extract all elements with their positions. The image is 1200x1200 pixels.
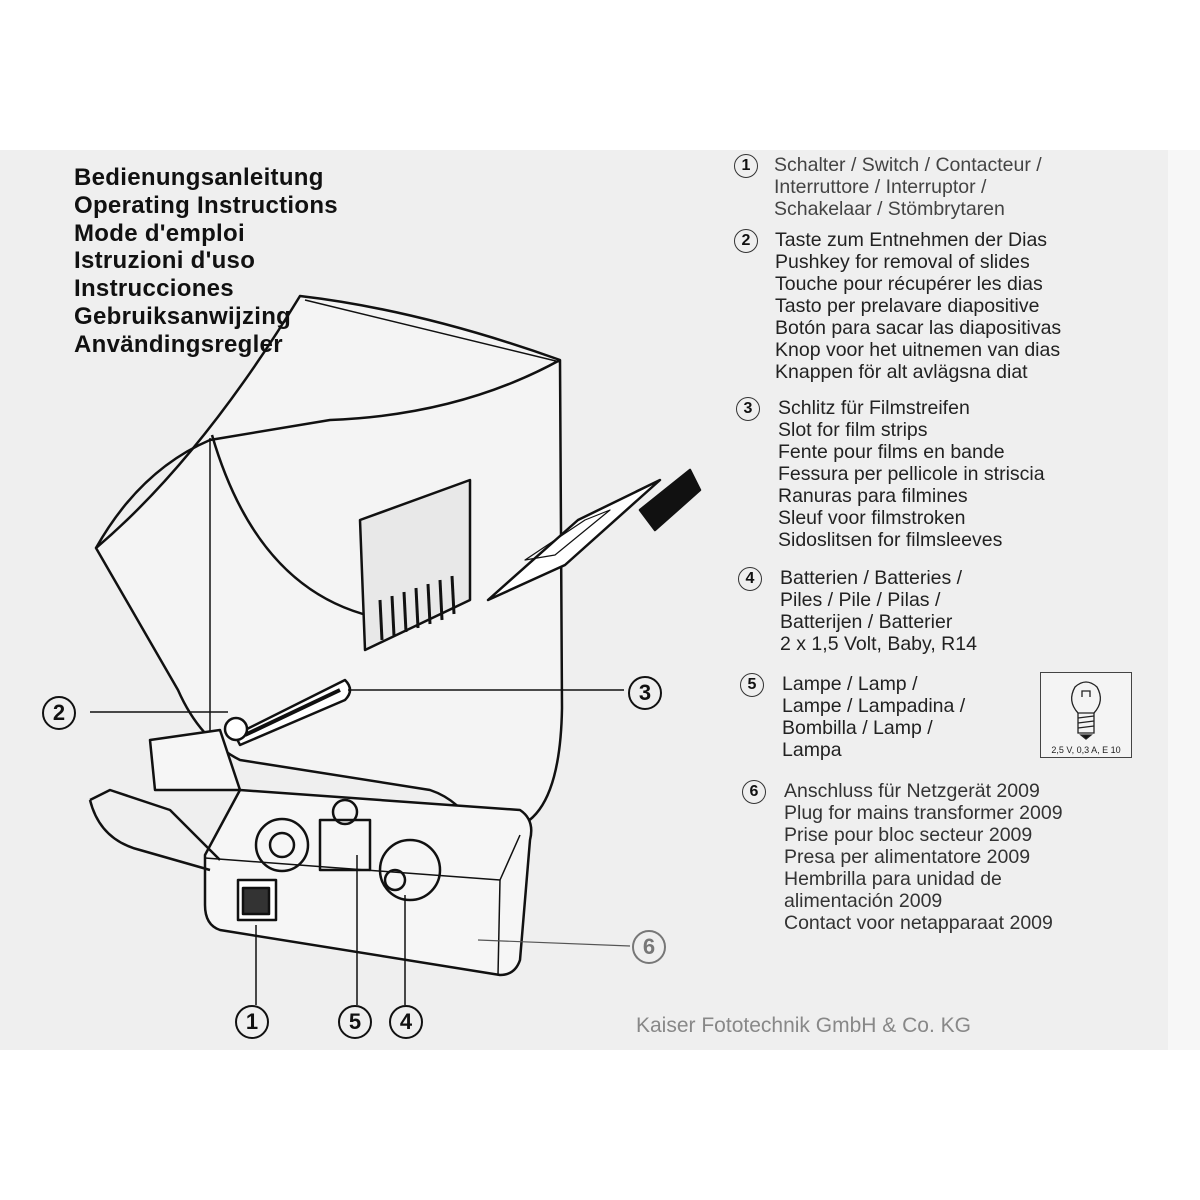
legend-text: Batterien / Batteries / Piles / Pile / P… bbox=[780, 567, 977, 655]
legend-item-5: 5 Lampe / Lamp / Lampe / Lampadina / Bom… bbox=[740, 673, 965, 761]
legend-item-3: 3 Schlitz für Filmstreifen Slot for film… bbox=[736, 397, 1045, 551]
number-badge: 2 bbox=[734, 229, 758, 253]
legend-line: Prise pour bloc secteur 2009 bbox=[784, 824, 1033, 846]
number-badge: 4 bbox=[738, 567, 762, 591]
legend-item-6: 6 Anschluss für Netzgerät 2009 Plug for … bbox=[742, 780, 1063, 934]
legend-line: Pushkey for removal of slides bbox=[775, 251, 1030, 273]
legend-line: alimentación 2009 bbox=[784, 890, 943, 912]
legend-line: Knop voor het uitnemen van dias bbox=[775, 339, 1061, 361]
title-it: Istruzioni d'uso bbox=[74, 247, 256, 275]
number-badge: 6 bbox=[742, 780, 766, 804]
legend-line: Botón para sacar las diapositivas bbox=[775, 317, 1062, 339]
legend-item-1: 1 Schalter / Switch / Contacteur / Inter… bbox=[734, 154, 1042, 220]
callout-4: 4 bbox=[389, 1005, 423, 1039]
legend-text: Schalter / Switch / Contacteur / Interru… bbox=[774, 154, 1042, 220]
legend-line: Hembrilla para unidad de bbox=[784, 868, 1002, 890]
callout-1: 1 bbox=[235, 1005, 269, 1039]
legend-line: Slot for film strips bbox=[778, 419, 928, 441]
legend-line: Touche pour récupérer les dias bbox=[775, 273, 1043, 295]
legend-line: Knappen för alt avlägsna diat bbox=[775, 361, 1028, 383]
legend-line: Schlitz für Filmstreifen bbox=[778, 397, 970, 419]
legend-line: Batterien / Batteries / bbox=[780, 567, 963, 589]
bulb-diagram: 2,5 V, 0,3 A, E 10 bbox=[1040, 672, 1132, 758]
legend-line: Schalter / Switch / Contacteur / bbox=[774, 154, 1042, 176]
legend-line: Piles / Pile / Pilas / bbox=[780, 589, 941, 611]
legend-line: 2 x 1,5 Volt, Baby, R14 bbox=[780, 633, 977, 655]
legend-line: Schakelaar / Stömbrytaren bbox=[774, 198, 1005, 220]
light-bulb-icon bbox=[1071, 681, 1101, 740]
legend-line: Tasto per prelavare diapositive bbox=[775, 295, 1040, 317]
manufacturer: Kaiser Fototechnik GmbH & Co. KG bbox=[636, 1014, 971, 1037]
legend-line: Plug for mains transformer 2009 bbox=[784, 802, 1063, 824]
legend-line: Batterijen / Batterier bbox=[780, 611, 953, 633]
legend-line: Presa per alimentatore 2009 bbox=[784, 846, 1031, 868]
legend-text: Schlitz für Filmstreifen Slot for film s… bbox=[778, 397, 1045, 551]
legend-text: Anschluss für Netzgerät 2009 Plug for ma… bbox=[784, 780, 1063, 934]
title-de: Bedienungsanleitung bbox=[74, 164, 324, 191]
legend-line: Lampe / Lampadina / bbox=[782, 695, 966, 717]
callout-5: 5 bbox=[338, 1005, 372, 1039]
legend-line: Anschluss für Netzgerät 2009 bbox=[784, 780, 1040, 802]
bulb-spec: 2,5 V, 0,3 A, E 10 bbox=[1051, 745, 1121, 755]
number-badge: 3 bbox=[736, 397, 760, 421]
title-sv: Användingsregler bbox=[74, 330, 283, 358]
legend-line: Ranuras para filmines bbox=[778, 485, 968, 507]
legend-line: Fessura per pellicole in striscia bbox=[778, 463, 1045, 485]
title-nl: Gebruiksanwijzing bbox=[74, 302, 292, 330]
legend-line: Fente pour films en bande bbox=[778, 441, 1005, 463]
number-badge: 5 bbox=[740, 673, 764, 697]
legend-text: Taste zum Entnehmen der Dias Pushkey for… bbox=[775, 229, 1061, 383]
legend-item-2: 2 Taste zum Entnehmen der Dias Pushkey f… bbox=[734, 229, 1061, 383]
legend-line: Lampe / Lamp / bbox=[782, 673, 918, 695]
callout-3: 3 bbox=[628, 676, 662, 710]
title-fr: Mode d'emploi bbox=[74, 219, 245, 247]
title-es: Instrucciones bbox=[74, 275, 234, 303]
paper-edge bbox=[1168, 150, 1200, 1050]
legend-line: Sleuf voor filmstroken bbox=[778, 507, 966, 529]
legend-line: Sidoslitsen for filmsleeves bbox=[778, 529, 1003, 551]
title-en: Operating Instructions bbox=[74, 191, 338, 219]
legend-line: Interruttore / Interruptor / bbox=[774, 176, 987, 198]
legend-line: Contact voor netapparaat 2009 bbox=[784, 912, 1053, 934]
legend-text: Lampe / Lamp / Lampe / Lampadina / Bombi… bbox=[782, 673, 965, 761]
legend-line: Taste zum Entnehmen der Dias bbox=[775, 229, 1048, 251]
legend-item-4: 4 Batterien / Batteries / Piles / Pile /… bbox=[738, 567, 977, 655]
number-badge: 1 bbox=[734, 154, 758, 178]
legend-line: Lampa bbox=[782, 739, 842, 761]
title-block: Bedienungsanleitung Operating Instructio… bbox=[74, 164, 338, 359]
callout-6: 6 bbox=[632, 930, 666, 964]
legend-line: Bombilla / Lamp / bbox=[782, 717, 933, 739]
callout-2: 2 bbox=[42, 696, 76, 730]
